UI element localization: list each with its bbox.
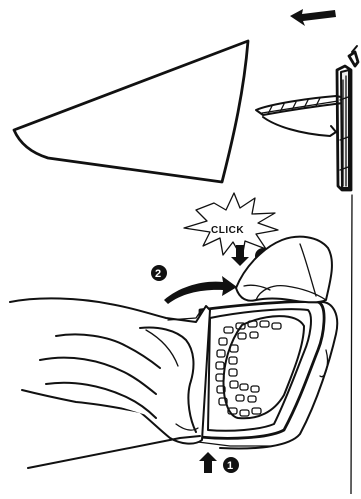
- hand-top-right: [236, 237, 332, 303]
- mirror-glass: [14, 41, 248, 182]
- step-number: 2: [155, 268, 161, 280]
- step-marker-slide-right: 2: [151, 265, 237, 304]
- vehicle-edge-line: [351, 195, 352, 494]
- mirror-housing: [256, 46, 358, 190]
- step-marker-press-up: 1: [199, 452, 239, 473]
- click-label: CLICK: [211, 225, 244, 236]
- mirror-glass-installing: [200, 302, 324, 439]
- hand-left: [10, 298, 210, 443]
- left-arrow-icon: [290, 9, 336, 26]
- step-number: 1: [227, 460, 233, 472]
